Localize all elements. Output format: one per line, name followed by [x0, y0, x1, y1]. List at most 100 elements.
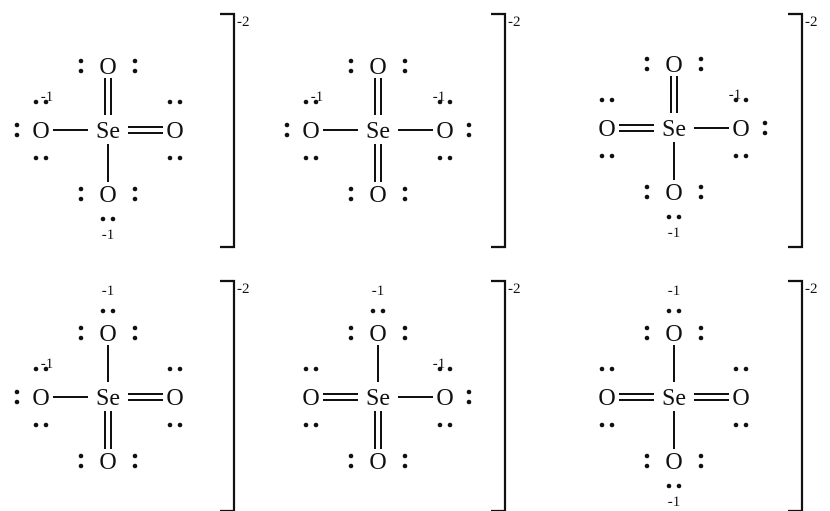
lone-pair: [14, 122, 20, 138]
electron-dot: [132, 186, 138, 192]
double-bond-top: [104, 78, 112, 115]
oxygen-atom-right: O: [732, 116, 749, 142]
lone-pair: [303, 155, 319, 161]
electron-dot: [348, 335, 354, 341]
electron-dot: [466, 132, 472, 138]
double-bond-right: [694, 393, 729, 401]
double-bond-right: [128, 126, 163, 134]
electron-dot: [666, 214, 672, 220]
lone-pair: [78, 58, 84, 74]
lone-pair: [33, 422, 49, 428]
lone-pair: [303, 422, 319, 428]
electron-dot: [644, 56, 650, 62]
electron-dot: [100, 216, 106, 222]
oxygen-atom-bottom: O: [665, 449, 682, 475]
electron-dot: [698, 453, 704, 459]
formal-charge-label: -1: [311, 89, 324, 105]
electron-dot: [380, 308, 386, 314]
selenium-atom: Se: [366, 385, 390, 411]
electron-dot: [644, 453, 650, 459]
oxygen-atom-right: O: [436, 385, 453, 411]
electron-dot: [313, 422, 319, 428]
electron-dot: [698, 184, 704, 190]
electron-dot: [676, 308, 682, 314]
oxygen-atom-right: O: [166, 385, 183, 411]
oxygen-atom-left: O: [32, 118, 49, 144]
electron-dot: [609, 422, 615, 428]
ion-charge-label: -2: [508, 14, 521, 30]
lone-pair: [33, 155, 49, 161]
electron-dot: [303, 99, 309, 105]
electron-dot: [167, 155, 173, 161]
electron-dot: [177, 155, 183, 161]
electron-dot: [14, 132, 20, 138]
electron-dot: [599, 153, 605, 159]
electron-dot: [177, 366, 183, 372]
double-bond-left: [619, 393, 654, 401]
electron-dot: [402, 68, 408, 74]
lone-pair: [698, 325, 704, 341]
lone-pair: [132, 453, 138, 469]
electron-dot: [402, 186, 408, 192]
oxygen-atom-left: O: [302, 385, 319, 411]
formal-charge-label: -1: [668, 225, 681, 241]
ion-charge-label: -2: [237, 14, 250, 30]
lone-pair: [698, 184, 704, 200]
electron-dot: [644, 325, 650, 331]
formal-charge-label: -1: [668, 283, 681, 299]
lone-pair: [303, 366, 319, 372]
electron-dot: [698, 463, 704, 469]
electron-dot: [132, 453, 138, 459]
electron-dot: [43, 422, 49, 428]
lone-pair: [132, 186, 138, 202]
lone-pair: [666, 214, 682, 220]
formal-charge-label: -1: [102, 227, 115, 243]
electron-dot: [733, 153, 739, 159]
lone-pair: [132, 58, 138, 74]
electron-dot: [698, 325, 704, 331]
electron-dot: [698, 66, 704, 72]
electron-dot: [177, 99, 183, 105]
lone-pair: [167, 366, 183, 372]
electron-dot: [78, 68, 84, 74]
electron-dot: [743, 422, 749, 428]
electron-dot: [100, 308, 106, 314]
oxygen-atom-top: O: [665, 321, 682, 347]
lone-pair: [167, 99, 183, 105]
electron-dot: [284, 122, 290, 128]
electron-dot: [14, 122, 20, 128]
lone-pair: [644, 56, 650, 72]
electron-dot: [132, 196, 138, 202]
resonance-structure-5: SeO-1O-1OO-2: [302, 279, 521, 511]
electron-dot: [762, 130, 768, 136]
lone-pair: [167, 155, 183, 161]
oxygen-atom-top: O: [369, 54, 386, 80]
lone-pair: [33, 366, 49, 372]
electron-dot: [762, 120, 768, 126]
oxygen-atom-top: O: [99, 321, 116, 347]
lone-pair: [466, 389, 472, 405]
electron-dot: [743, 97, 749, 103]
electron-dot: [599, 422, 605, 428]
electron-dot: [132, 463, 138, 469]
lone-pair: [733, 366, 749, 372]
electron-dot: [110, 308, 116, 314]
lone-pair: [666, 308, 682, 314]
electron-dot: [437, 422, 443, 428]
electron-dot: [402, 58, 408, 64]
double-bond-bottom: [104, 411, 112, 449]
lone-pair: [599, 97, 615, 103]
lone-pair: [666, 483, 682, 489]
electron-dot: [466, 389, 472, 395]
electron-dot: [437, 155, 443, 161]
electron-dot: [676, 483, 682, 489]
lone-pair: [437, 366, 453, 372]
lone-pair: [402, 186, 408, 202]
electron-dot: [313, 366, 319, 372]
double-bond-top: [670, 76, 678, 113]
lone-pair: [466, 122, 472, 138]
electron-dot: [303, 422, 309, 428]
lone-pair: [733, 422, 749, 428]
